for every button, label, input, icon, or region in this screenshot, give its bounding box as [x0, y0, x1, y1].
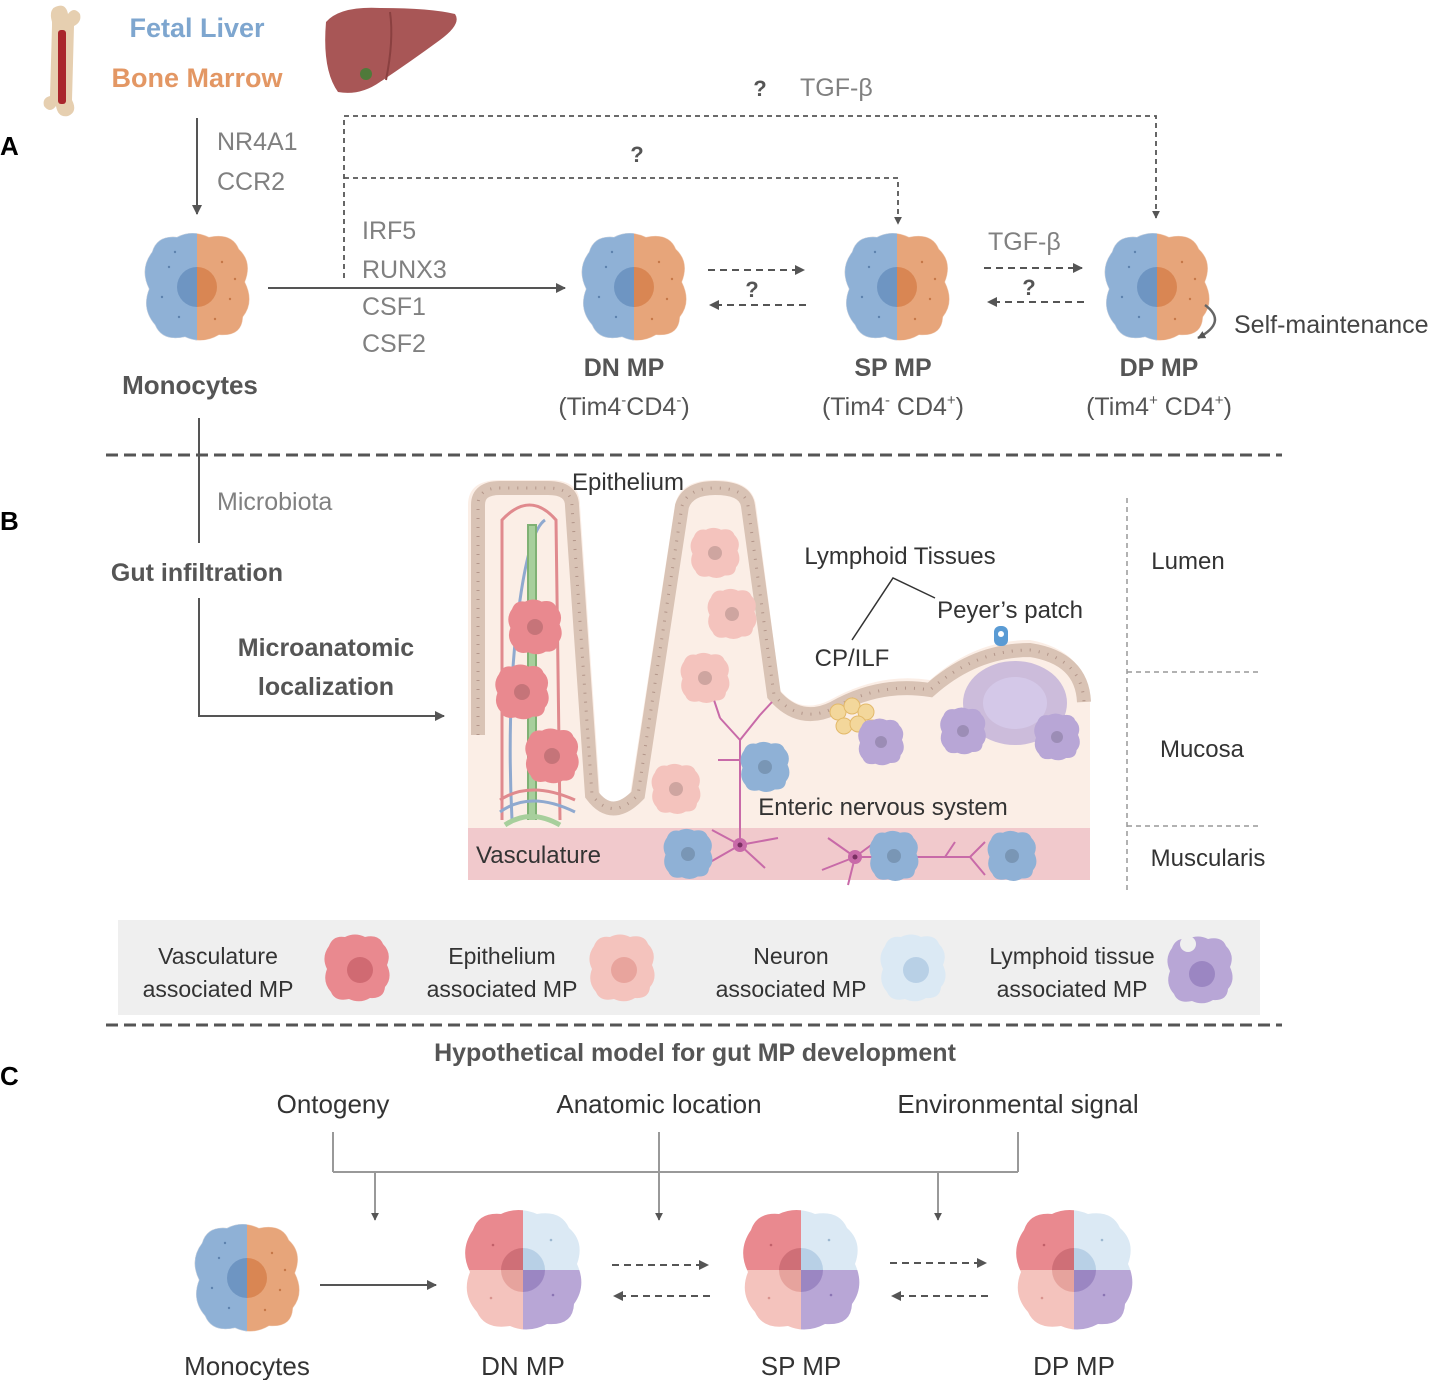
dn-mp-label-c: DN MP: [481, 1351, 565, 1380]
panel-c-title: Hypothetical model for gut MP developmen…: [434, 1039, 956, 1067]
signal-bracket: [332, 1132, 1019, 1173]
question-dn-sp: ?: [745, 277, 758, 302]
lymphoid-tissues-label: Lymphoid Tissues: [804, 543, 995, 570]
ontogeny-label: Ontogeny: [277, 1089, 390, 1119]
legend-epi-line2: associated MP: [427, 976, 578, 1002]
mucosa-label: Mucosa: [1160, 736, 1245, 763]
legend-vasc-line2: associated MP: [143, 976, 294, 1002]
dp-open: (Tim4: [1086, 393, 1149, 421]
dp-mp-label-c: DP MP: [1033, 1351, 1115, 1380]
legend-vasc-nucleus: [347, 957, 373, 983]
dp-sup2: +: [1215, 392, 1224, 409]
fetal-liver-label: Fetal Liver: [129, 13, 265, 43]
enteric-nervous-system-label: Enteric nervous system: [758, 794, 1007, 821]
lymphoid-pointer-lines: [851, 577, 936, 641]
dp-mp-phenotype: (Tim4+ CD4+): [1086, 392, 1232, 421]
sp-mp-label-c: SP MP: [761, 1351, 841, 1380]
monocyte-cell-a: [137, 227, 250, 347]
dn-mp-cell-c: [453, 1200, 593, 1340]
legend-lym-line2: associated MP: [997, 976, 1148, 1002]
factor-csf1: CSF1: [362, 293, 426, 321]
muscularis-label: Muscularis: [1151, 845, 1266, 872]
question-sp-dp: ?: [1022, 275, 1035, 300]
dn-mp-phenotype: (Tim4-CD4-): [558, 392, 689, 421]
factor-ccr2: CCR2: [217, 168, 285, 196]
dp-mp-cell-a: [1097, 227, 1210, 347]
epithelium-label: Epithelium: [572, 469, 684, 496]
question-top: ?: [753, 76, 766, 101]
microbiota-label: Microbiota: [217, 488, 332, 516]
dp-mp-label: DP MP: [1120, 354, 1199, 382]
legend-lymphoid-nucleus: [1189, 961, 1215, 987]
sp-mp-cell-a: [837, 227, 950, 347]
tgf-beta-top: TGF-β: [800, 74, 873, 102]
legend-epi-line1: Epithelium: [448, 943, 555, 969]
dn-close: ): [681, 393, 689, 421]
peyers-patch-label: Peyer’s patch: [937, 597, 1083, 624]
liver-icon: [325, 7, 457, 93]
dp-sup1: +: [1149, 392, 1158, 409]
dn-mp-cell-a: [574, 227, 687, 347]
question-mid: ?: [630, 142, 643, 167]
legend-vasc-line1: Vasculature: [158, 943, 278, 969]
anatomic-location-label: Anatomic location: [556, 1089, 761, 1119]
dn-mp-label: DN MP: [584, 354, 665, 382]
dashed-path-to-dp: [343, 115, 1160, 278]
factor-nr4a1: NR4A1: [217, 128, 298, 156]
dp-mid: CD4: [1158, 393, 1215, 421]
gut-infiltration-label: Gut infiltration: [111, 559, 283, 587]
sp-mid: CD4: [890, 393, 947, 421]
dp-mp-cell-c: [1004, 1200, 1144, 1340]
bone-marrow-label: Bone Marrow: [111, 63, 283, 93]
legend-lymphoid-notch: [1180, 936, 1196, 952]
arrow-to-gut: [198, 598, 445, 721]
lumen-label: Lumen: [1151, 548, 1224, 575]
tgf-beta-sp-dp: TGF-β: [988, 228, 1061, 256]
legend-neu-line1: Neuron: [753, 943, 828, 969]
sp-close: ): [956, 393, 964, 421]
sp-sup2: +: [947, 392, 956, 409]
cp-ilf-label: CP/ILF: [815, 645, 890, 672]
panel-label-c: C: [0, 1061, 19, 1091]
sp-mp-cell-c: [731, 1200, 871, 1340]
dn-mid: CD4: [626, 393, 676, 421]
microanatomic-label-1: Microanatomic: [238, 634, 415, 662]
self-maintenance-arrow: [1197, 303, 1217, 340]
gut-tissue-illustration: [468, 480, 1091, 886]
legend-epi-nucleus: [611, 957, 637, 983]
panel-label-a: A: [0, 131, 19, 161]
sp-sup1: -: [885, 392, 890, 409]
dashed-path-to-sp: [344, 177, 902, 225]
legend-box: [118, 920, 1260, 1015]
sp-mp-phenotype: (Tim4- CD4+): [822, 392, 964, 421]
environmental-signal-label: Environmental signal: [897, 1089, 1138, 1119]
sp-mp-label: SP MP: [854, 354, 931, 382]
dn-open: (Tim4: [558, 393, 621, 421]
sp-open: (Tim4: [822, 393, 885, 421]
monocytes-label-a: Monocytes: [122, 370, 258, 400]
legend-lym-line1: Lymphoid tissue: [989, 943, 1154, 969]
panel-label-b: B: [0, 506, 19, 536]
monocyte-cell-c: [187, 1218, 300, 1338]
monocytes-label-c: Monocytes: [184, 1351, 310, 1380]
legend-neu-line2: associated MP: [716, 976, 867, 1002]
self-maintenance-label: Self-maintenance: [1234, 311, 1429, 339]
bone-icon: [43, 5, 81, 117]
dn-sup2: -: [676, 392, 681, 409]
factor-irf5: IRF5: [362, 217, 416, 245]
dp-close: ): [1224, 393, 1232, 421]
vasculature-label: Vasculature: [476, 842, 601, 869]
factor-runx3: RUNX3: [362, 256, 447, 284]
factor-csf2: CSF2: [362, 330, 426, 358]
dn-sup1: -: [621, 392, 626, 409]
microanatomic-label-2: localization: [258, 673, 394, 701]
legend-neuron-nucleus: [903, 957, 929, 983]
